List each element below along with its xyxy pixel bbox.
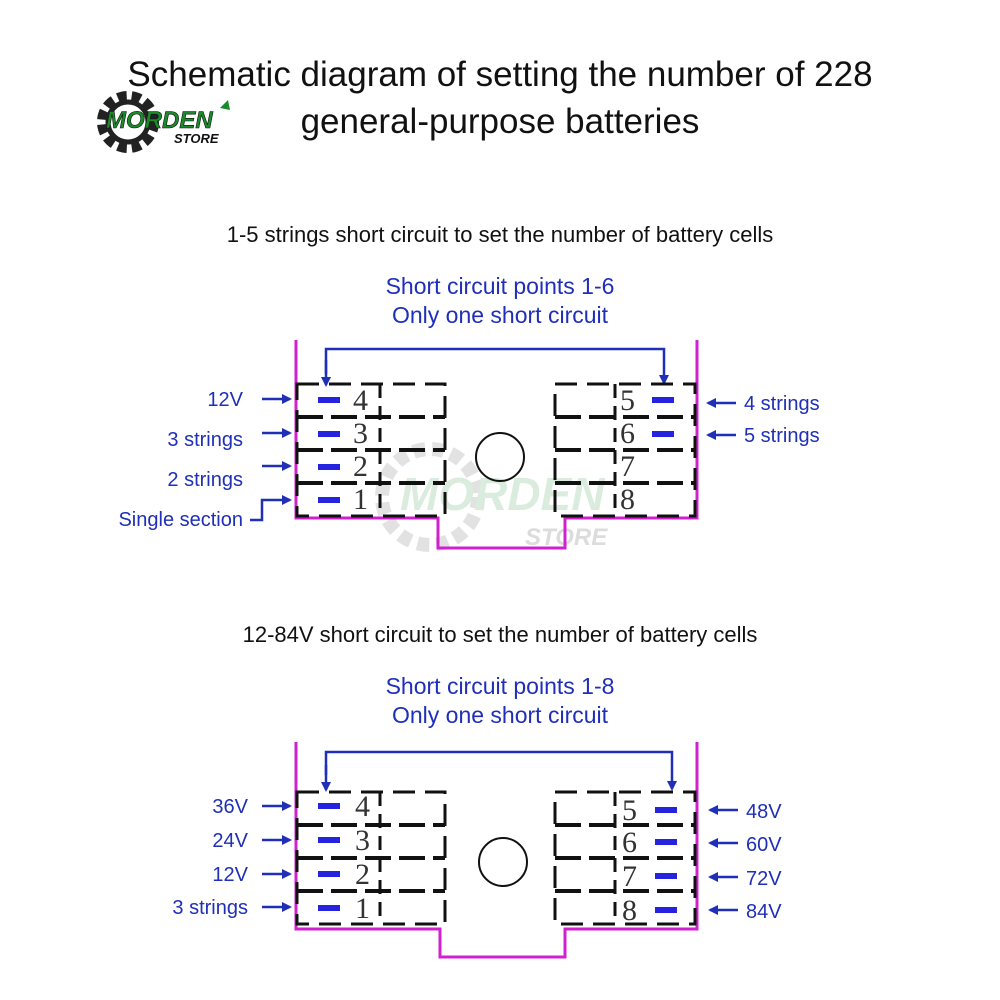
logo-text: MORDEN [106,107,213,134]
page-title-line2: general-purpose batteries [300,102,700,141]
pad-3 [318,431,340,437]
pad-number-5: 5 [620,384,635,417]
watermark-text: MORDEN [400,468,605,520]
short-circuit-connector [324,347,669,385]
pad-number-8: 8 [620,483,635,516]
label-12v: 12V [207,389,243,411]
pad-number-4: 4 [355,790,370,823]
section2-note-line2: Only one short circuit [391,702,609,728]
label-60v: 60V [746,834,782,856]
label-single-section: Single section [118,509,243,531]
watermark-logo: MORDEN STORE [375,442,608,552]
pad-number-1: 1 [355,892,370,925]
pad-6 [655,839,677,845]
mounting-hole [475,432,525,482]
right-pad-block: 5 6 7 8 [553,790,697,927]
logo-subtext: STORE [174,131,219,146]
brand-logo: MORDEN STORE [97,91,230,153]
left-pad-block: 4 3 2 1 [295,790,447,926]
pad-number-7: 7 [622,860,637,893]
label-2-strings: 2 strings [167,469,243,491]
label-4-strings: 4 strings [744,393,820,415]
label-5-strings: 5 strings [744,425,820,447]
pad-number-6: 6 [622,826,637,859]
pad-number-7: 7 [620,450,635,483]
label-3-strings: 3 strings [172,897,248,919]
section1-subtitle: 1-5 strings short circuit to set the num… [226,222,774,247]
page-title-line1: Schematic diagram of setting the number … [127,55,873,94]
left-pad-block: 4 3 2 1 [295,382,447,518]
label-72v: 72V [746,868,782,890]
pad-number-2: 2 [353,450,368,483]
short-circuit-connector [324,750,677,791]
pad-1 [318,905,340,911]
board-outline [294,340,699,550]
label-84v: 84V [746,901,782,923]
section2-subtitle: 12-84V short circuit to set the number o… [242,622,758,647]
board-outline [294,742,699,959]
pad-5 [652,397,674,403]
label-12v: 12V [212,864,248,886]
pad-number-3: 3 [353,417,368,450]
pad-number-2: 2 [355,858,370,891]
section2-board: 4 3 2 1 5 6 7 8 36V 24V 12V 3 strings [172,742,782,959]
pad-2 [318,871,340,877]
right-pad-block: 5 6 7 8 [553,382,697,518]
pad-3 [318,837,340,843]
label-24v: 24V [212,830,248,852]
gear-icon [97,91,159,153]
section1-board: 4 3 2 1 5 6 7 8 12V 3 strings 2 strings … [118,340,820,550]
pad-5 [655,807,677,813]
pad-2 [318,464,340,470]
pad-4 [318,803,340,809]
pad-number-3: 3 [355,824,370,857]
pad-1 [318,497,340,503]
pad-number-5: 5 [622,794,637,827]
section1-note-line1: Short circuit points 1-6 [385,273,615,299]
pad-6 [652,431,674,437]
pad-number-4: 4 [353,384,368,417]
section2-note-line1: Short circuit points 1-8 [385,673,615,699]
pad-4 [318,397,340,403]
mounting-hole [478,837,528,887]
section1-note-line2: Only one short circuit [391,302,609,328]
logo-arrow-icon [220,100,230,110]
pad-7 [655,873,677,879]
label-36v: 36V [212,796,248,818]
label-48v: 48V [746,801,782,823]
pad-8 [655,907,677,913]
pad-number-8: 8 [622,894,637,927]
pad-number-1: 1 [353,483,368,516]
label-3-strings: 3 strings [167,429,243,451]
pad-number-6: 6 [620,417,635,450]
